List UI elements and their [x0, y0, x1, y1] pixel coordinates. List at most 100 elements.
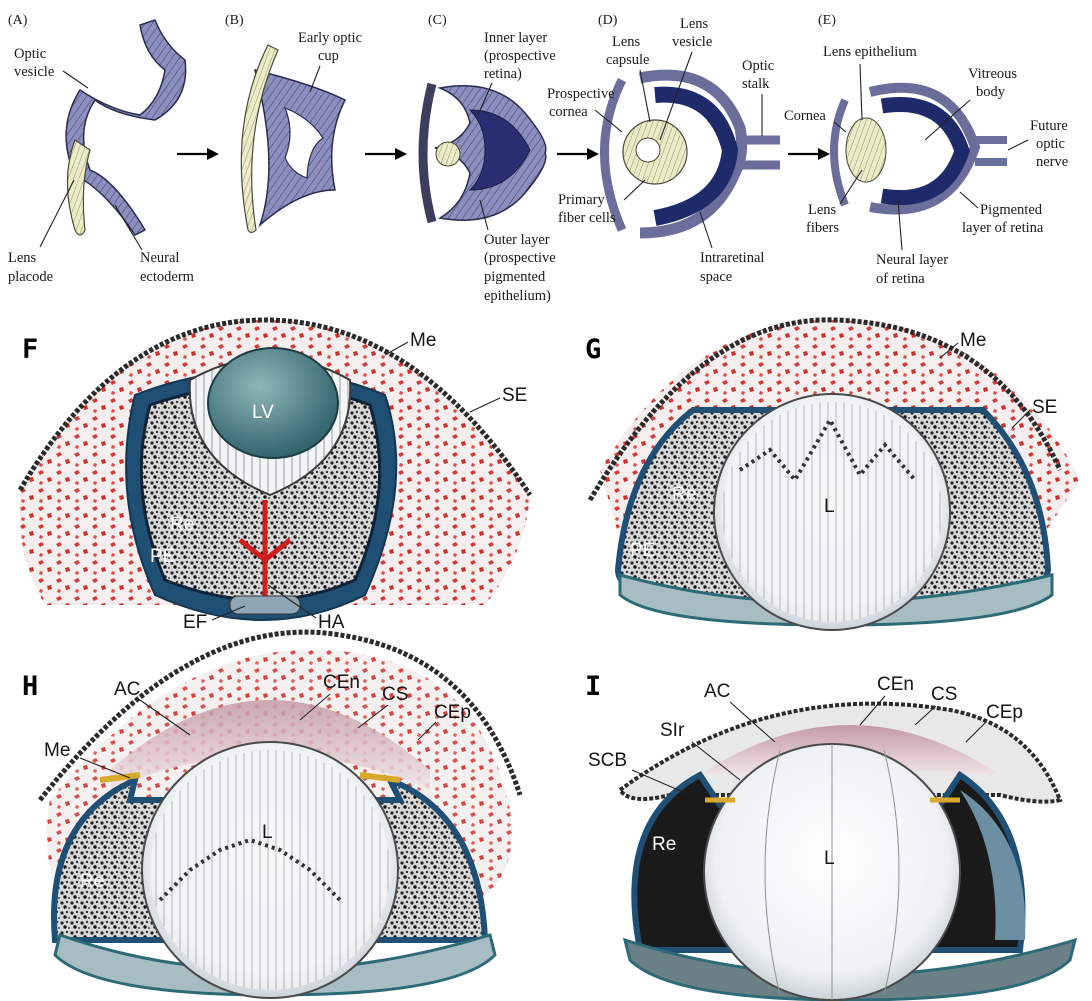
label-f-ef: EF — [183, 612, 207, 633]
label-i-scb: SCB — [588, 750, 627, 771]
panel-a: (A) Optic vesicle Lens placode Neural ec… — [8, 13, 195, 285]
label-pigmented-2: layer of retina — [962, 220, 1044, 236]
label-outer-layer-3: pigmented — [484, 269, 546, 285]
label-i-cen: CEn — [877, 674, 914, 695]
panel-f: F Me SE LV Re PE EF HA — [19, 320, 530, 633]
label-intraretinal-2: space — [700, 269, 732, 285]
leader-lens-epithelium — [860, 64, 862, 120]
optic-nerve-e — [975, 140, 1007, 162]
label-g-l: L — [824, 496, 835, 517]
leader-primary-fiber — [624, 180, 645, 200]
label-f-re: Re — [170, 514, 194, 535]
arrow-c-d-head — [587, 148, 599, 160]
label-optic-vesicle-1: Optic — [14, 46, 46, 62]
cornea-e — [834, 100, 845, 205]
label-cornea: Cornea — [784, 108, 826, 124]
label-h-ac: AC — [114, 679, 140, 700]
label-i-cs: CS — [931, 684, 957, 705]
label-lens-epithelium: Lens epithelium — [823, 44, 918, 60]
label-prospective-cornea-2: cornea — [549, 104, 588, 120]
lens-e — [846, 118, 886, 182]
panel-e-letter: (E) — [818, 13, 836, 28]
panel-g-letter: G — [585, 334, 601, 365]
label-prospective-cornea-1: Prospective — [547, 86, 615, 102]
label-future-3: nerve — [1036, 154, 1068, 170]
leader-lens-fibers — [840, 170, 862, 204]
label-h-me: Me — [44, 740, 70, 761]
lens-placode-shape — [68, 140, 91, 235]
embryonic-fissure-f — [230, 596, 300, 614]
prospective-cornea-d — [605, 80, 623, 230]
panel-c: (C) Inner layer (prospective retina) Out… — [423, 13, 556, 304]
label-i-ac: AC — [704, 681, 730, 702]
label-optic-vesicle-2: vesicle — [14, 64, 54, 80]
label-f-lv: LV — [252, 402, 274, 423]
arrow-b-c-head — [395, 148, 407, 160]
label-f-se: SE — [502, 385, 527, 406]
label-vitreous-2: body — [976, 84, 1006, 100]
label-inner-layer-3: retina) — [484, 66, 522, 82]
panel-d-letter: (D) — [598, 13, 618, 28]
label-lens-capsule-1: Lens — [612, 34, 641, 50]
leader-lens-placode — [40, 180, 74, 247]
panel-i-letter: I — [585, 671, 601, 702]
lens-fibers-h — [150, 750, 390, 990]
label-future-1: Future — [1030, 118, 1068, 134]
panel-e: (E) Lens epithelium Vitreous body Cornea… — [784, 13, 1068, 287]
arrow-d-e-head — [818, 148, 830, 160]
label-lens-vesicle-1: Lens — [680, 16, 709, 32]
label-vitreous-1: Vitreous — [968, 66, 1017, 82]
arrow-a-b-head — [207, 148, 219, 160]
neural-ectoderm-shape — [66, 20, 186, 235]
label-h-pe: PE — [18, 914, 43, 935]
panel-g: G Me SE Re PE L — [585, 320, 1080, 630]
label-i-pe: PE — [585, 902, 610, 923]
label-g-me: Me — [960, 330, 986, 351]
label-f-me: Me — [410, 330, 436, 351]
label-h-cep: CEp — [434, 702, 471, 723]
label-optic-stalk-1: Optic — [742, 58, 774, 74]
label-i-cep: CEp — [986, 702, 1023, 723]
panel-b: (B) Early optic cup — [225, 13, 362, 233]
label-inner-layer-1: Inner layer — [484, 30, 547, 46]
label-lens-placode-2: placode — [8, 269, 53, 285]
label-h-cs: CS — [382, 684, 408, 705]
leader-future-optic-nerve — [1008, 140, 1028, 150]
leader-f-se — [470, 398, 500, 412]
label-h-cen: CEn — [323, 672, 360, 693]
panel-h-letter: H — [22, 671, 38, 702]
label-optic-stalk-2: stalk — [742, 76, 770, 92]
label-i-re: Re — [652, 834, 676, 855]
label-lens-capsule-2: capsule — [606, 52, 649, 68]
label-h-l: L — [262, 822, 273, 843]
panel-f-letter: F — [22, 334, 38, 365]
label-neural-ectoderm-2: ectoderm — [140, 269, 195, 285]
label-neural-ectoderm-1: Neural — [140, 250, 179, 266]
panel-i: I AC CEn CS CEp SIr SCB Re L PE — [585, 671, 1075, 1000]
label-inner-layer-2: (prospective — [484, 48, 556, 64]
label-i-l: L — [824, 848, 835, 869]
label-future-2: optic — [1036, 136, 1065, 152]
label-f-ha: HA — [318, 612, 345, 633]
label-primary-fiber-2: fiber cells — [558, 210, 616, 226]
surface-ectoderm-c — [423, 84, 432, 222]
leader-f-me — [385, 342, 408, 355]
label-lens-placode-1: Lens — [8, 250, 37, 266]
label-lens-fibers-2: fibers — [806, 220, 839, 236]
label-g-pe: PE — [630, 540, 655, 561]
label-intraretinal-1: Intraretinal — [700, 250, 764, 266]
lens-pit-c — [436, 142, 460, 166]
label-early-optic-cup-2: cup — [318, 48, 339, 64]
label-outer-layer-1: Outer layer — [484, 232, 550, 248]
label-neural-layer-1: Neural layer — [876, 252, 948, 268]
label-i-sir: SIr — [660, 720, 685, 741]
label-outer-layer-2: (prospective — [484, 250, 556, 266]
label-lens-fibers-1: Lens — [808, 202, 837, 218]
label-primary-fiber-1: Primary — [558, 192, 605, 208]
label-lens-vesicle-2: vesicle — [672, 34, 712, 50]
leader-pigmented — [960, 192, 978, 208]
label-neural-layer-2: of retina — [876, 271, 925, 287]
label-outer-layer-4: epithelium) — [484, 288, 551, 304]
label-g-re: Re — [672, 484, 696, 505]
